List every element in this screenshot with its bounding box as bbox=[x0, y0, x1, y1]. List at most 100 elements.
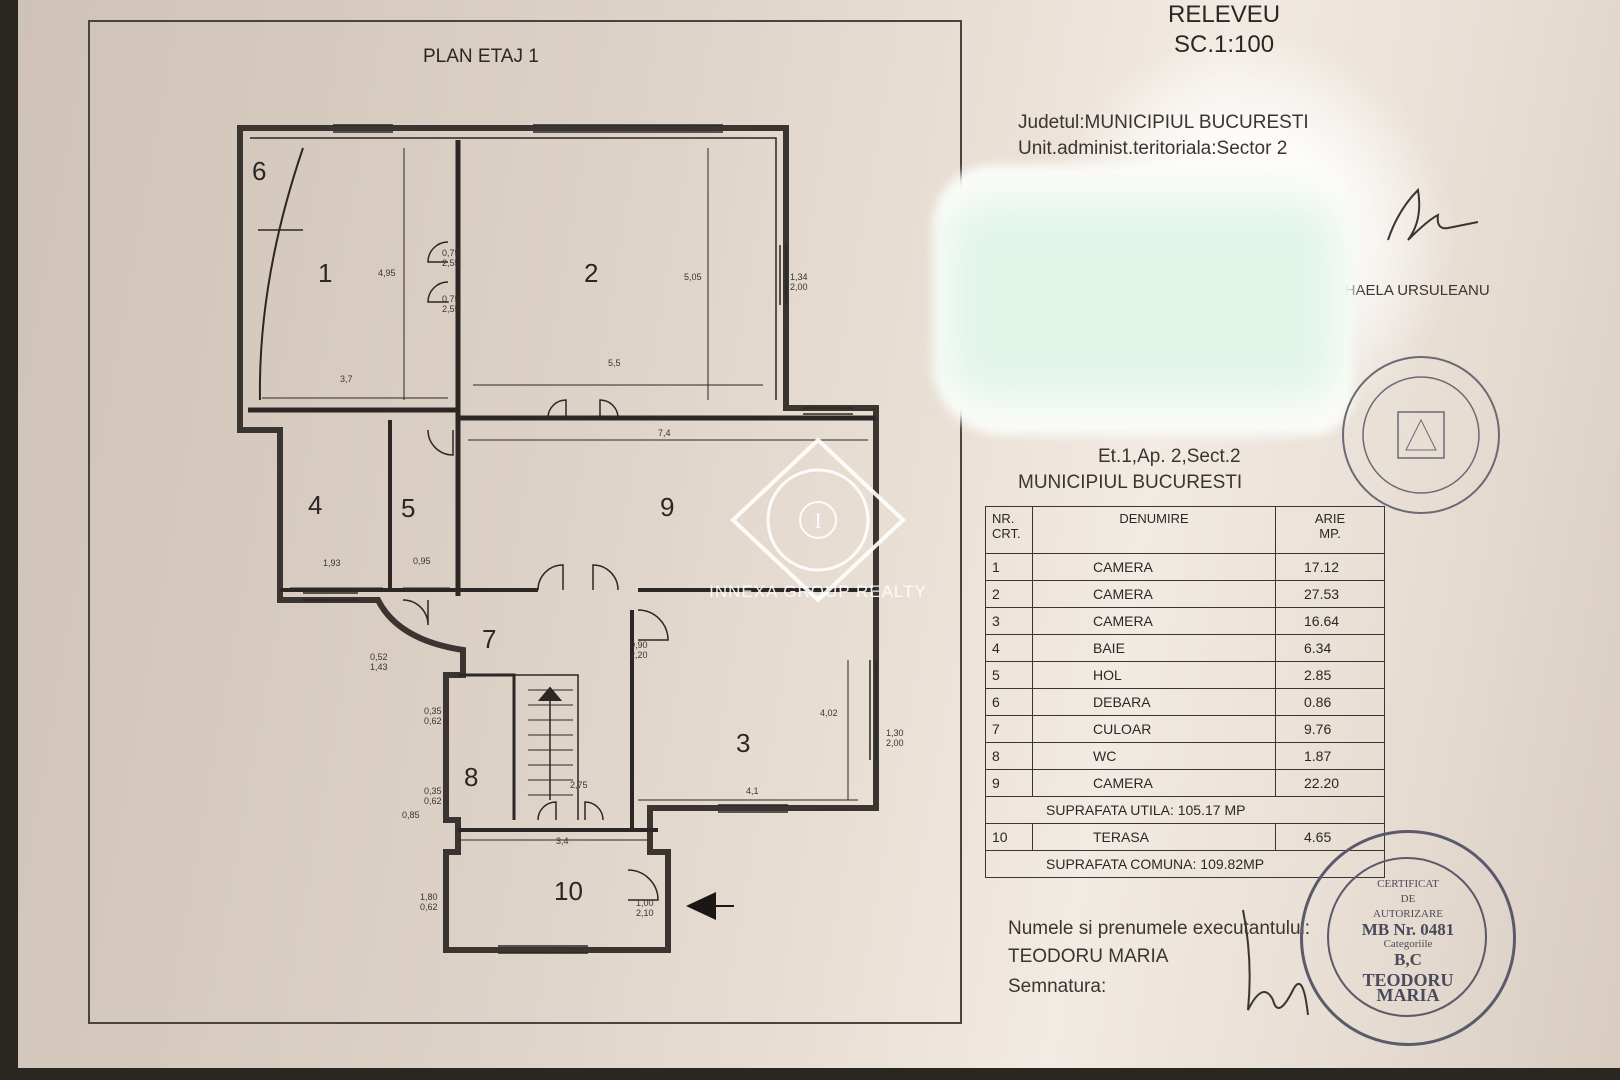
dim-label: 4,1 bbox=[746, 786, 759, 796]
dim-label: 4,02 bbox=[820, 708, 838, 718]
redaction-tint bbox=[948, 200, 1338, 400]
row-arie: 1.87 bbox=[1275, 742, 1385, 770]
row-denumire: CAMERA bbox=[1032, 553, 1276, 581]
dim-label: 0,75 2,55 bbox=[442, 294, 460, 314]
dim-label: 0,52 1,43 bbox=[370, 652, 388, 672]
stamp-line-1: CERTIFICAT bbox=[1377, 878, 1439, 890]
entrance-arrow-icon bbox=[686, 892, 716, 920]
dim-label: 5,5 bbox=[608, 358, 621, 368]
svg-text:I: I bbox=[814, 508, 821, 533]
dim-label: 3,4 bbox=[556, 836, 569, 846]
row-arie: 9.76 bbox=[1275, 715, 1385, 743]
dim-label: 0,35 0,62 bbox=[424, 706, 442, 726]
room-4: 4 bbox=[308, 490, 323, 520]
row-arie: 27.53 bbox=[1275, 580, 1385, 608]
authorization-stamp: CERTIFICAT DE AUTORIZARE MB Nr. 0481 Cat… bbox=[1300, 830, 1516, 1046]
row-nr: 4 bbox=[985, 634, 1033, 662]
dim-label: 0,85 bbox=[402, 810, 420, 820]
document-sheet: PLAN ETAJ 1 bbox=[18, 0, 1620, 1068]
row-denumire: WC bbox=[1032, 742, 1276, 770]
room-3: 3 bbox=[736, 728, 751, 758]
dim-label: 5,05 bbox=[684, 272, 702, 282]
address-line-1: Et.1,Ap. 2,Sect.2 bbox=[1098, 446, 1241, 467]
row-arie: 22.20 bbox=[1275, 769, 1385, 797]
dim-label: 0,95 bbox=[413, 556, 431, 566]
stamp-line-6: B,C bbox=[1394, 950, 1422, 969]
stamp-line-5: Categoriile bbox=[1383, 938, 1433, 950]
header-denumire: DENUMIRE bbox=[1032, 506, 1276, 554]
row-nr: 8 bbox=[985, 742, 1033, 770]
room-2: 2 bbox=[584, 258, 599, 288]
address-line-2: MUNICIPIUL BUCURESTI bbox=[1018, 472, 1243, 493]
row-arie: 2.85 bbox=[1275, 661, 1385, 689]
dim-label: 1,80 0,62 bbox=[420, 892, 438, 912]
dim-label: 1,00 2,10 bbox=[636, 898, 654, 918]
row-arie: 17.12 bbox=[1275, 553, 1385, 581]
room-7: 7 bbox=[482, 624, 497, 654]
row-arie: 6.34 bbox=[1275, 634, 1385, 662]
dim-label: 1,30 2,00 bbox=[886, 728, 904, 748]
row-denumire: CAMERA bbox=[1032, 580, 1276, 608]
room-10: 10 bbox=[554, 876, 583, 906]
semnatura-label: Semnatura: bbox=[1008, 976, 1107, 997]
unit-line: Unit.administ.teritoriala:Sector 2 bbox=[1018, 138, 1288, 159]
row-nr: 10 bbox=[985, 823, 1033, 851]
executant-name: TEODORU MARIA bbox=[1008, 946, 1169, 967]
row-denumire: BAIE bbox=[1032, 634, 1276, 662]
row-nr: 9 bbox=[985, 769, 1033, 797]
header-nr: NR. CRT. bbox=[985, 506, 1033, 554]
suprafata-comuna: SUPRAFATA COMUNA: 109.82MP bbox=[985, 850, 1385, 878]
dim-label: 7,4 bbox=[658, 428, 671, 438]
plan-frame bbox=[88, 20, 962, 1024]
row-denumire: TERASA bbox=[1032, 823, 1276, 851]
room-9: 9 bbox=[660, 492, 675, 522]
row-nr: 3 bbox=[985, 607, 1033, 635]
dim-label: 1,34 2,00 bbox=[790, 272, 808, 292]
dim-label: 3,7 bbox=[340, 374, 353, 384]
row-nr: 2 bbox=[985, 580, 1033, 608]
stamp-inner-ring bbox=[1327, 857, 1487, 1017]
row-denumire: HOL bbox=[1032, 661, 1276, 689]
dim-label: 0,75 2,55 bbox=[442, 248, 460, 268]
room-8: 8 bbox=[464, 762, 479, 792]
stamp-text: CERTIFICAT DE AUTORIZARE MB Nr. 0481 Cat… bbox=[1303, 877, 1513, 1005]
floor-plan bbox=[237, 124, 879, 954]
ursuleanu-name: MIHAELA URSULEANU bbox=[1328, 282, 1490, 299]
suprafata-utila: SUPRAFATA UTILA: 105.17 MP bbox=[985, 796, 1385, 824]
dim-label: 0,35 0,62 bbox=[424, 786, 442, 806]
header-arie: ARIE MP. bbox=[1275, 506, 1385, 554]
row-denumire: DEBARA bbox=[1032, 688, 1276, 716]
row-nr: 1 bbox=[985, 553, 1033, 581]
row-denumire: CAMERA bbox=[1032, 769, 1276, 797]
suprafata-utila-row: SUPRAFATA UTILA: 105.17 MP bbox=[985, 796, 1385, 824]
room-1: 1 bbox=[318, 258, 333, 288]
watermark-logo-icon: I bbox=[730, 437, 906, 603]
signature-top bbox=[1387, 187, 1479, 241]
suprafata-comuna-row: SUPRAFATA COMUNA: 109.82MP bbox=[985, 850, 1385, 878]
stamp-line-4: MB Nr. 0481 bbox=[1361, 920, 1455, 939]
releveu-heading: RELEVEU bbox=[1168, 1, 1281, 28]
row-nr: 5 bbox=[985, 661, 1033, 689]
judet-line: Judetul:MUNICIPIUL BUCURESTI bbox=[1018, 112, 1309, 133]
scale-label: SC.1:100 bbox=[1173, 31, 1275, 58]
plan-title: PLAN ETAJ 1 bbox=[423, 46, 539, 67]
row-denumire: CAMERA bbox=[1032, 607, 1276, 635]
watermark-text: INNEXA GROUP REALTY bbox=[709, 582, 927, 601]
row-nr: 7 bbox=[985, 715, 1033, 743]
ancpi-stamp bbox=[1342, 356, 1500, 514]
dim-label: 0,90 2,20 bbox=[630, 640, 648, 660]
table-header: NR. CRT. DENUMIRE ARIE MP. bbox=[985, 506, 1385, 554]
releveu-title: RELEVEU SC.1:100 bbox=[1168, 0, 1280, 60]
stamp-line-2: DE bbox=[1400, 893, 1416, 905]
stamp-line-8: MARIA bbox=[1376, 985, 1440, 1005]
